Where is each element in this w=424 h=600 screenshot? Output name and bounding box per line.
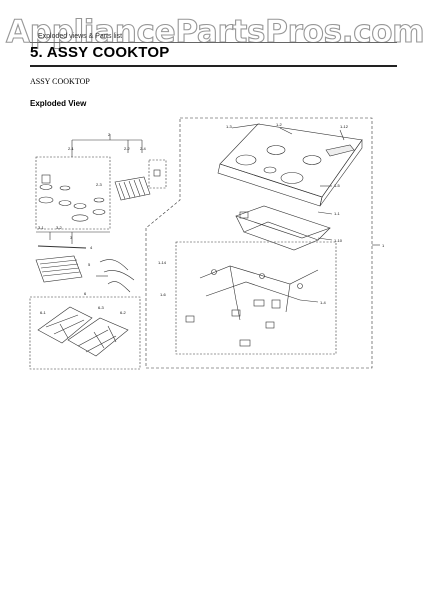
part-4-rod	[37, 245, 87, 249]
callout-6: 6	[84, 291, 87, 296]
callout-1: 1	[382, 243, 385, 248]
page-subtitle: ASSY COOKTOP	[30, 77, 90, 86]
callout-6-2: 6-2	[120, 310, 127, 315]
callout-3-2: 3-2	[56, 225, 63, 230]
callout-1-10: 1-10	[334, 238, 343, 243]
wok-grate	[35, 255, 83, 283]
callout-2-1: 2-1	[68, 146, 75, 151]
small-parts-box	[148, 159, 167, 189]
callout-2-4: 2-4	[140, 146, 147, 151]
callout-2: 2	[108, 132, 111, 137]
wire-harness	[96, 259, 135, 293]
burner-head-4	[92, 209, 106, 215]
callout-3: 3	[70, 235, 73, 240]
callout-2-2: 2-2	[124, 146, 131, 151]
cooktop-panel	[217, 123, 363, 207]
burner-cap-1	[39, 184, 53, 190]
page-title: 5. ASSY COOKTOP	[30, 44, 170, 61]
gas-manifold	[185, 265, 319, 347]
callout-1-4: 1-4	[320, 300, 327, 305]
callout-1-12: 1-12	[340, 124, 349, 129]
callout-1-14: 1-14	[158, 260, 167, 265]
callout-1-3: 1-3	[226, 124, 233, 129]
manifold-box	[175, 241, 337, 355]
callout-3-1: 3-1	[38, 225, 45, 230]
callout-1-6: 1-6	[160, 292, 167, 297]
callout-1-2: 1-2	[276, 122, 283, 127]
header-rule	[30, 42, 397, 43]
burner-cap-4	[93, 197, 105, 203]
burner-head-2	[58, 200, 72, 206]
burner-cap-2	[59, 185, 71, 191]
main-grates-group	[29, 296, 141, 370]
burner-parts-group	[35, 134, 143, 244]
callout-1-5: 1-5	[334, 183, 341, 188]
title-rule	[30, 65, 397, 67]
breadcrumb: Exploded views & Parts list	[38, 33, 123, 40]
watermark: AppliancePartsPros.com	[5, 13, 424, 50]
section-heading: Exploded View	[30, 99, 87, 108]
burner-head-1	[38, 196, 54, 204]
burner-cap-3	[73, 203, 87, 209]
burner-head-3	[71, 214, 89, 222]
burner-parts-box	[35, 156, 111, 230]
support-frame	[235, 205, 331, 251]
cooktop-outline	[145, 117, 373, 369]
callout-6-1: 6-1	[40, 310, 47, 315]
callout-4: 4	[90, 245, 93, 250]
callout-5: 5	[88, 262, 91, 267]
callout-1-1: 1-1	[334, 211, 341, 216]
callout-2-3: 2-3	[96, 182, 103, 187]
callout-6-3: 6-3	[98, 305, 105, 310]
simmer-grate	[114, 176, 151, 201]
